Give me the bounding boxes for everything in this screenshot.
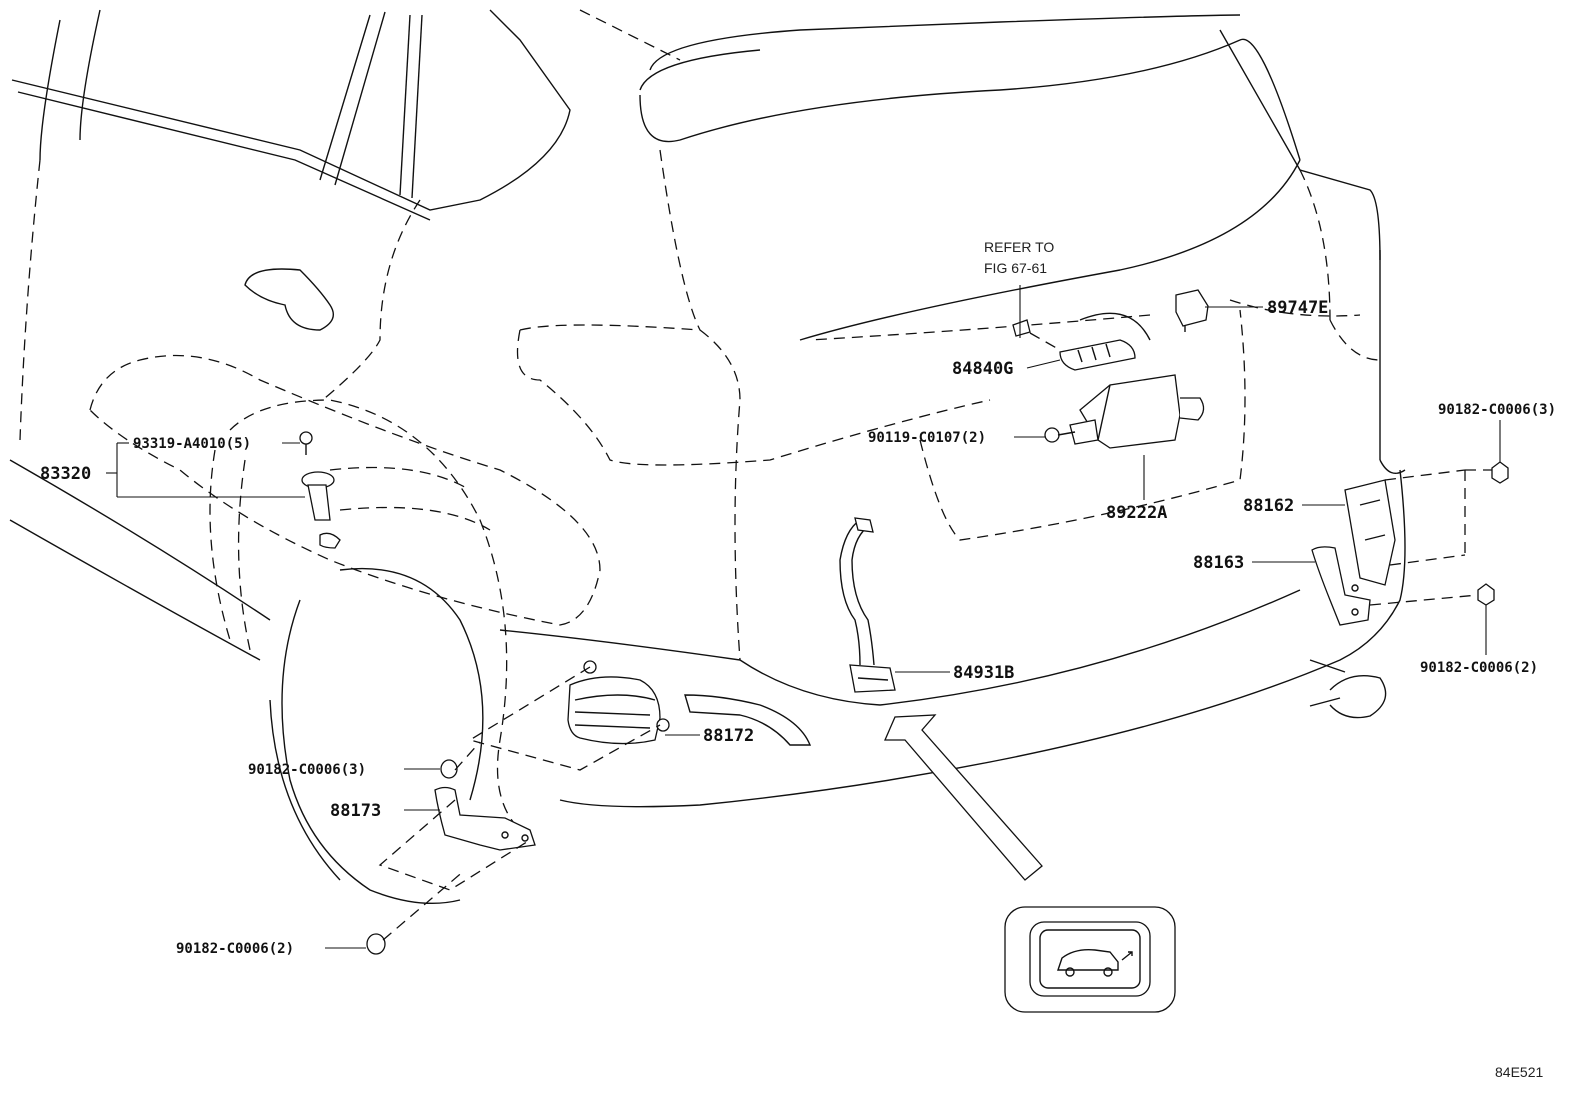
callout-93319: 93319-A4010(5) [133,436,251,452]
reference-note-line1: REFER TO [984,239,1054,255]
control-unit-89222a-part [1044,374,1205,449]
sensor-part [301,471,341,549]
reference-note-line2: FIG 67-61 [984,260,1047,276]
callout-89222a: 89222A [1106,503,1167,523]
vehicle-body-left [9,9,601,904]
callout-90182-right-lower: 90182-C0006(2) [1420,660,1538,676]
callout-83320: 83320 [40,464,91,484]
vehicle-body-rear [499,9,1406,808]
callout-90182-left-upper: 90182-C0006(3) [248,762,366,778]
callout-90182-left-lower: 90182-C0006(2) [176,941,294,957]
callout-84840g: 84840G [952,359,1013,379]
radar-88172-part [468,660,812,771]
callout-90182-right-upper: 90182-C0006(3) [1438,402,1556,418]
figure-id: 84E521 [1495,1064,1543,1080]
callout-89747e: 89747E [1267,298,1328,318]
clip-part [299,431,313,455]
callout-88173: 88173 [330,801,381,821]
callout-84931b: 84931B [953,663,1014,683]
bracket-88163-part [1311,546,1495,626]
bracket-88173-part [366,741,536,955]
car-back-door-icon [1057,948,1133,977]
callout-88163: 88163 [1193,553,1244,573]
leader-lines [106,285,1501,949]
callout-88162: 88162 [1243,496,1294,516]
callout-90119: 90119-C0107(2) [868,430,986,446]
harness-84931b-part [839,517,896,693]
radar-88162-part [1344,461,1509,586]
callout-88172: 88172 [703,726,754,746]
inset-arrow [884,714,1043,881]
sensor-89747e-part [1175,289,1209,332]
switch-inset [1004,906,1176,1013]
back-door-switch-part [1012,312,1151,371]
